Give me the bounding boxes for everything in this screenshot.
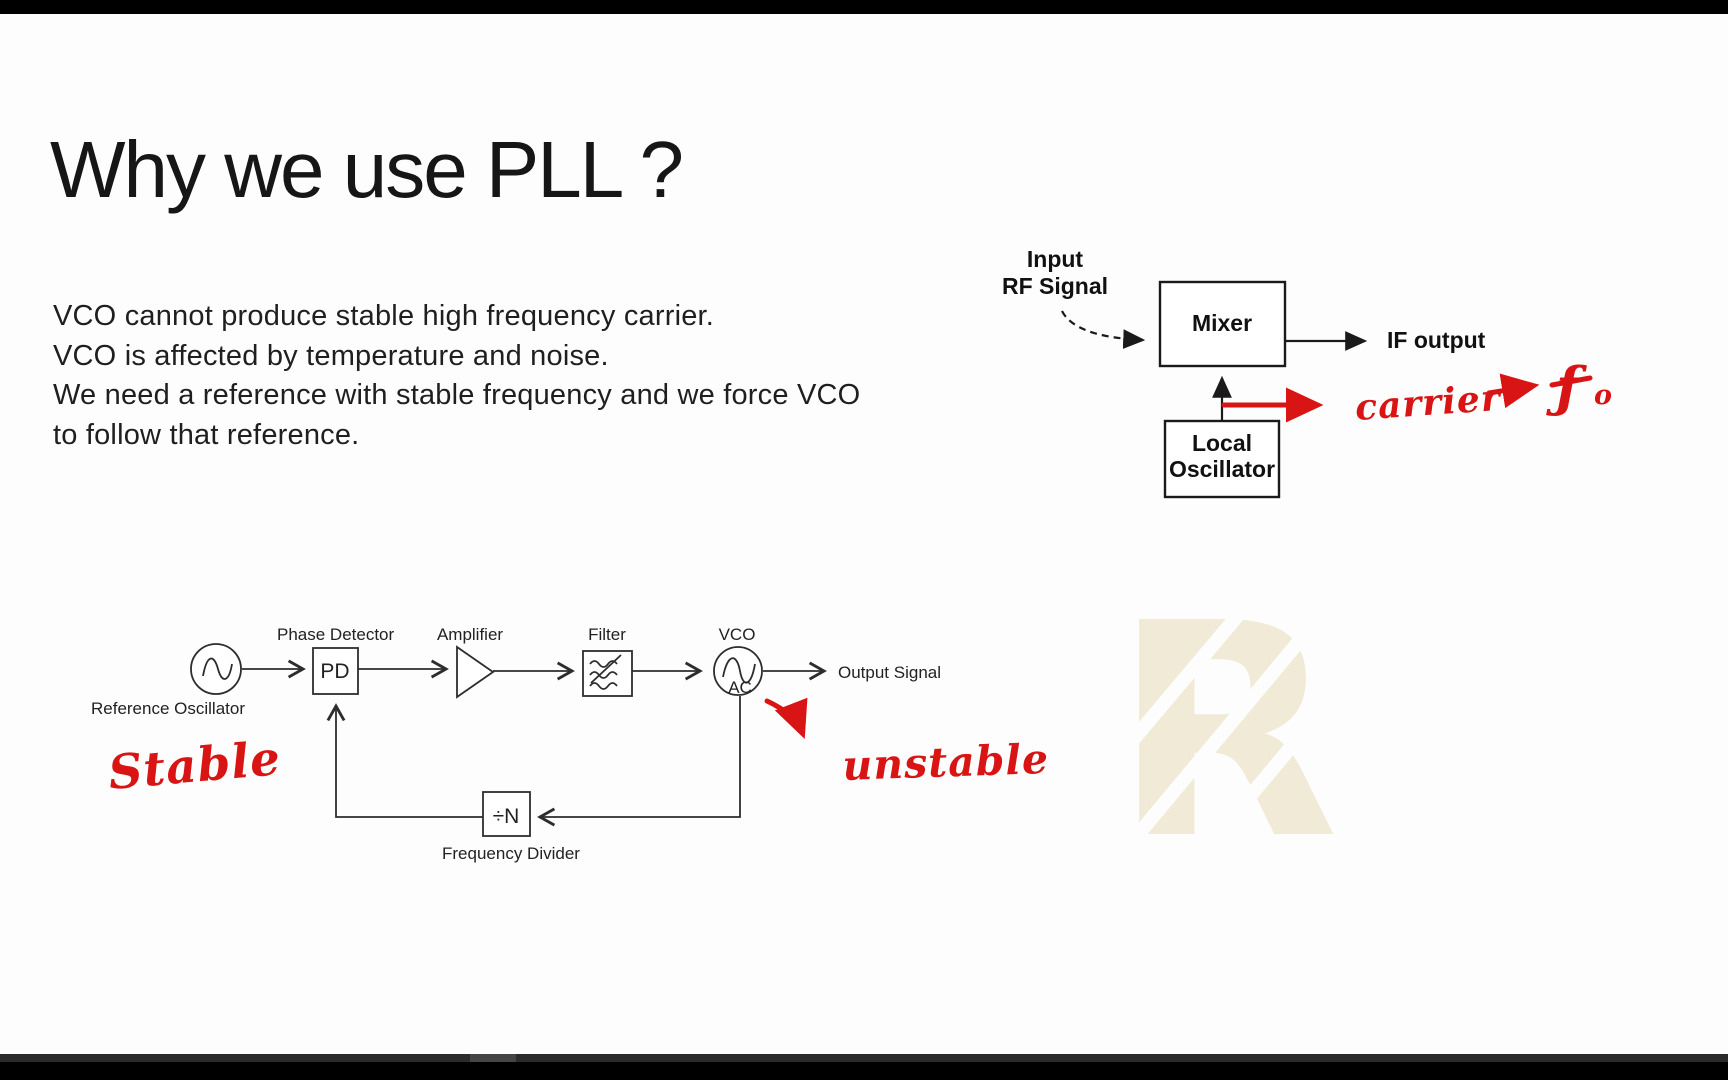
output-signal-label: Output Signal (838, 663, 941, 682)
vco-to-divider-feedback-line (537, 696, 741, 827)
local-oscillator-label-line2: Oscillator (1169, 456, 1275, 482)
stable-annotation-text: Stable (106, 731, 283, 801)
fo-annotation-crossbar (1549, 375, 1593, 388)
fo-annotation-o: o (1594, 380, 1613, 411)
unstable-annotation-arrow (764, 697, 808, 739)
divider-to-pd-feedback-line (326, 703, 483, 818)
player-progress-strip (0, 1054, 1728, 1062)
mixer-diagram: Input RF Signal Mixer IF output Local Os… (1002, 246, 1613, 499)
reference-oscillator-label: Reference Oscillator (91, 699, 245, 718)
input-rf-arrow (1061, 310, 1146, 350)
pd-box-label: PD (320, 660, 349, 683)
vco-ac-label: AC (728, 678, 752, 697)
pll-diagram: Reference Oscillator Phase Detector PD A… (91, 625, 1050, 863)
watermark-logo: R (1100, 560, 1372, 904)
input-rf-label-line1: Input (1027, 246, 1084, 272)
filter-squiggle-icon (589, 654, 622, 690)
body-line-3: We need a reference with stable frequenc… (53, 379, 861, 411)
divider-box-label: ÷N (493, 805, 520, 828)
local-oscillator-label-line1: Local (1192, 430, 1252, 456)
if-output-label: IF output (1387, 327, 1486, 353)
slide-canvas: Why we use PLL ? VCO cannot produce stab… (0, 14, 1728, 1054)
unstable-annotation-text: unstable (842, 735, 1050, 790)
watermark-stripes (1100, 577, 1372, 902)
reference-oscillator-sine-icon (202, 657, 233, 680)
slide-body: VCO cannot produce stable high frequency… (53, 297, 1013, 455)
slide-title: Why we use PLL ? (50, 125, 684, 214)
mixer-box-label: Mixer (1192, 310, 1252, 336)
filter-label: Filter (588, 625, 626, 644)
phase-detector-box (312, 647, 359, 695)
reference-oscillator-symbol (190, 643, 242, 695)
body-line-2: VCO is affected by temperature and noise… (53, 339, 609, 372)
frequency-divider-box (482, 791, 531, 837)
fo-annotation-arrow (1486, 373, 1540, 409)
carrier-annotation-text: carrier (1354, 377, 1504, 429)
vco-label: VCO (719, 625, 756, 644)
local-oscillator-box (1163, 419, 1281, 499)
input-rf-label-line2: RF Signal (1002, 273, 1108, 299)
mixer-box (1158, 280, 1287, 368)
body-line-4: to follow that reference. (53, 418, 360, 451)
letterbox-bottom-bar (0, 1062, 1728, 1080)
amplifier-triangle-symbol (456, 645, 495, 699)
phase-detector-label: Phase Detector (277, 625, 395, 644)
vco-symbol (713, 646, 763, 696)
frequency-divider-label: Frequency Divider (442, 844, 580, 863)
body-line-1: VCO cannot produce stable high frequency… (53, 300, 715, 332)
letterbox-top-bar (0, 0, 1728, 14)
player-progress-segment (470, 1054, 516, 1062)
vco-sine-icon (722, 657, 756, 684)
amplifier-label: Amplifier (437, 625, 503, 644)
